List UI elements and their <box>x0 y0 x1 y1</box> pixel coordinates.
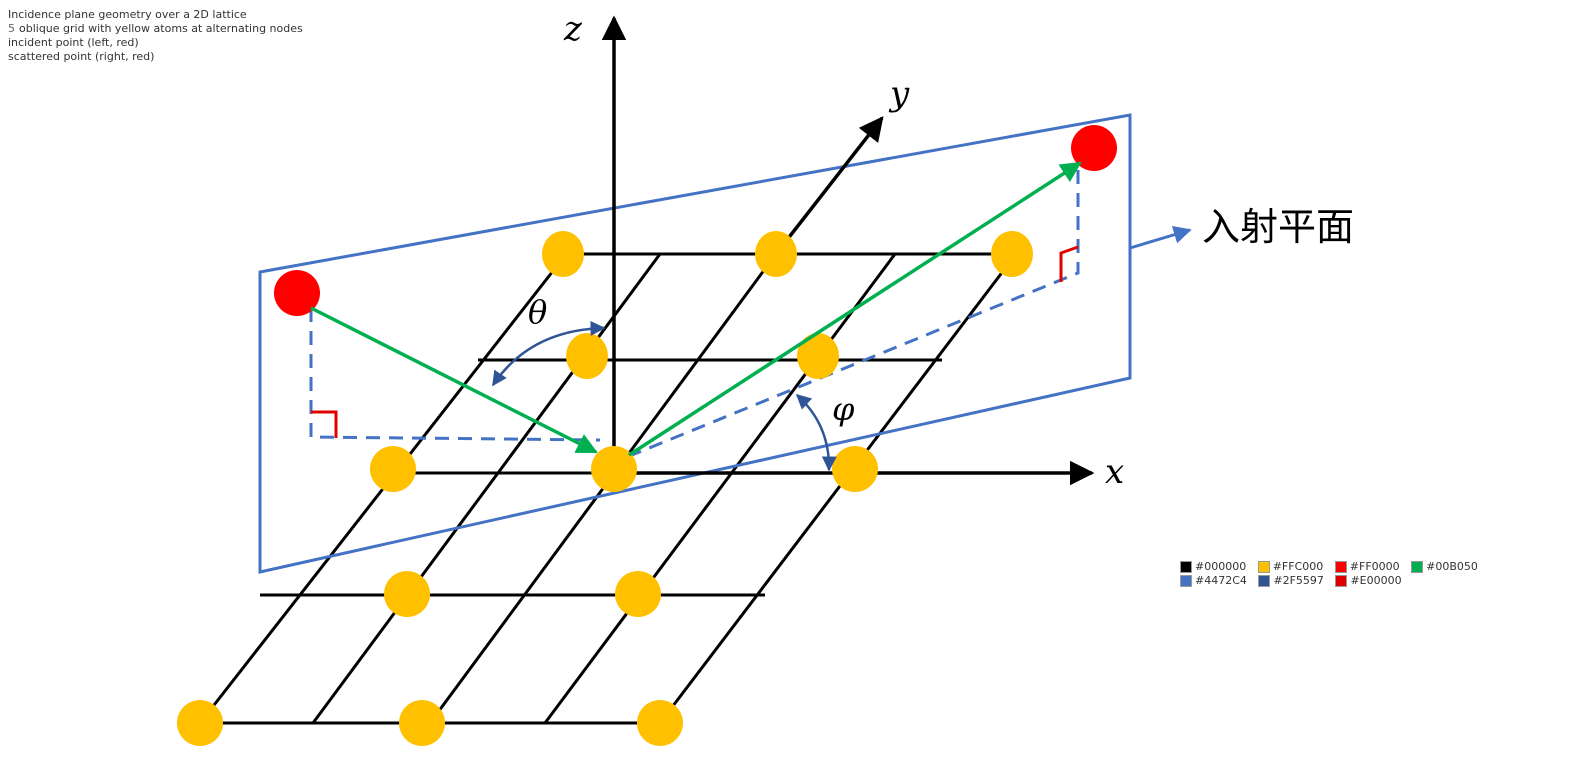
theta-label: θ <box>528 293 547 331</box>
scattered-beam <box>628 161 1082 457</box>
diagram-title: Incidence plane geometry over a 2D latti… <box>8 8 247 21</box>
x-axis-label: x <box>1105 452 1124 492</box>
atom <box>384 571 430 617</box>
color-beam: #00B050 <box>1411 560 1478 574</box>
atom <box>615 571 661 617</box>
incident-source-point <box>274 270 320 316</box>
right-angle-marks <box>311 245 1079 438</box>
y-axis <box>774 116 884 256</box>
color-plane: #4472C4 <box>1180 574 1247 588</box>
angle-arcs <box>491 320 837 472</box>
swatch-grid <box>1180 561 1192 573</box>
left-projection <box>309 308 601 442</box>
atom <box>399 700 445 746</box>
beams <box>310 161 1082 457</box>
projection-lines <box>309 170 1080 457</box>
color-point: #FF0000 <box>1334 560 1400 574</box>
swatch-atom <box>1257 561 1270 573</box>
lattice-atoms <box>177 231 1033 746</box>
atom <box>797 333 839 379</box>
source-item: scattered point (right, red) <box>8 50 155 63</box>
swatch-point <box>1334 561 1347 573</box>
atom <box>755 231 797 277</box>
atom <box>591 446 637 492</box>
right-angle-right <box>1059 245 1079 282</box>
atom <box>542 231 584 277</box>
atom <box>370 446 416 492</box>
swatch-right-angle <box>1335 575 1348 587</box>
source-item: incident point (left, red) <box>8 36 139 49</box>
swatch-beam <box>1411 561 1424 573</box>
lattice-info: 5 oblique grid with yellow atoms at alter… <box>8 22 338 36</box>
plane-label-pointer <box>1129 226 1192 250</box>
atom <box>637 700 683 746</box>
color-atom: #FFC000 <box>1257 560 1323 574</box>
color-angle-arrow: #2F5597 <box>1258 574 1324 588</box>
atom <box>566 333 608 379</box>
color-legend: #000000 #FFC000 #FF0000 #00B050 #4472C4 … <box>1180 560 1568 588</box>
theta-arc <box>491 320 606 387</box>
scattered-detector-point <box>1071 125 1117 171</box>
grid-col-5 <box>658 261 1012 724</box>
lattice-rows-value: 5 <box>8 22 15 35</box>
color-grid: #000000 <box>1180 560 1246 574</box>
swatch-plane <box>1180 575 1192 587</box>
incident-beam <box>310 306 598 454</box>
incidence-plane-label: 入射平面 <box>1202 205 1354 249</box>
atom <box>832 446 878 492</box>
lattice-description: oblique grid with yellow atoms at altern… <box>19 22 303 35</box>
phi-arc <box>795 393 837 472</box>
z-axis-label: z <box>563 9 583 49</box>
color-right-angle: #E00000 <box>1335 574 1402 588</box>
incidence-plane <box>258 113 1132 574</box>
atom <box>177 700 223 746</box>
swatch-angle-arrow <box>1258 575 1271 587</box>
right-projection <box>631 170 1080 457</box>
atom <box>991 231 1033 277</box>
right-angle-left <box>311 410 338 438</box>
grid-col-4 <box>543 253 897 724</box>
phi-label: φ <box>832 390 855 428</box>
y-axis-label: y <box>888 74 910 114</box>
diagram-info-panel: Incidence plane geometry over a 2D latti… <box>8 8 338 64</box>
grid-col-1 <box>198 261 562 724</box>
